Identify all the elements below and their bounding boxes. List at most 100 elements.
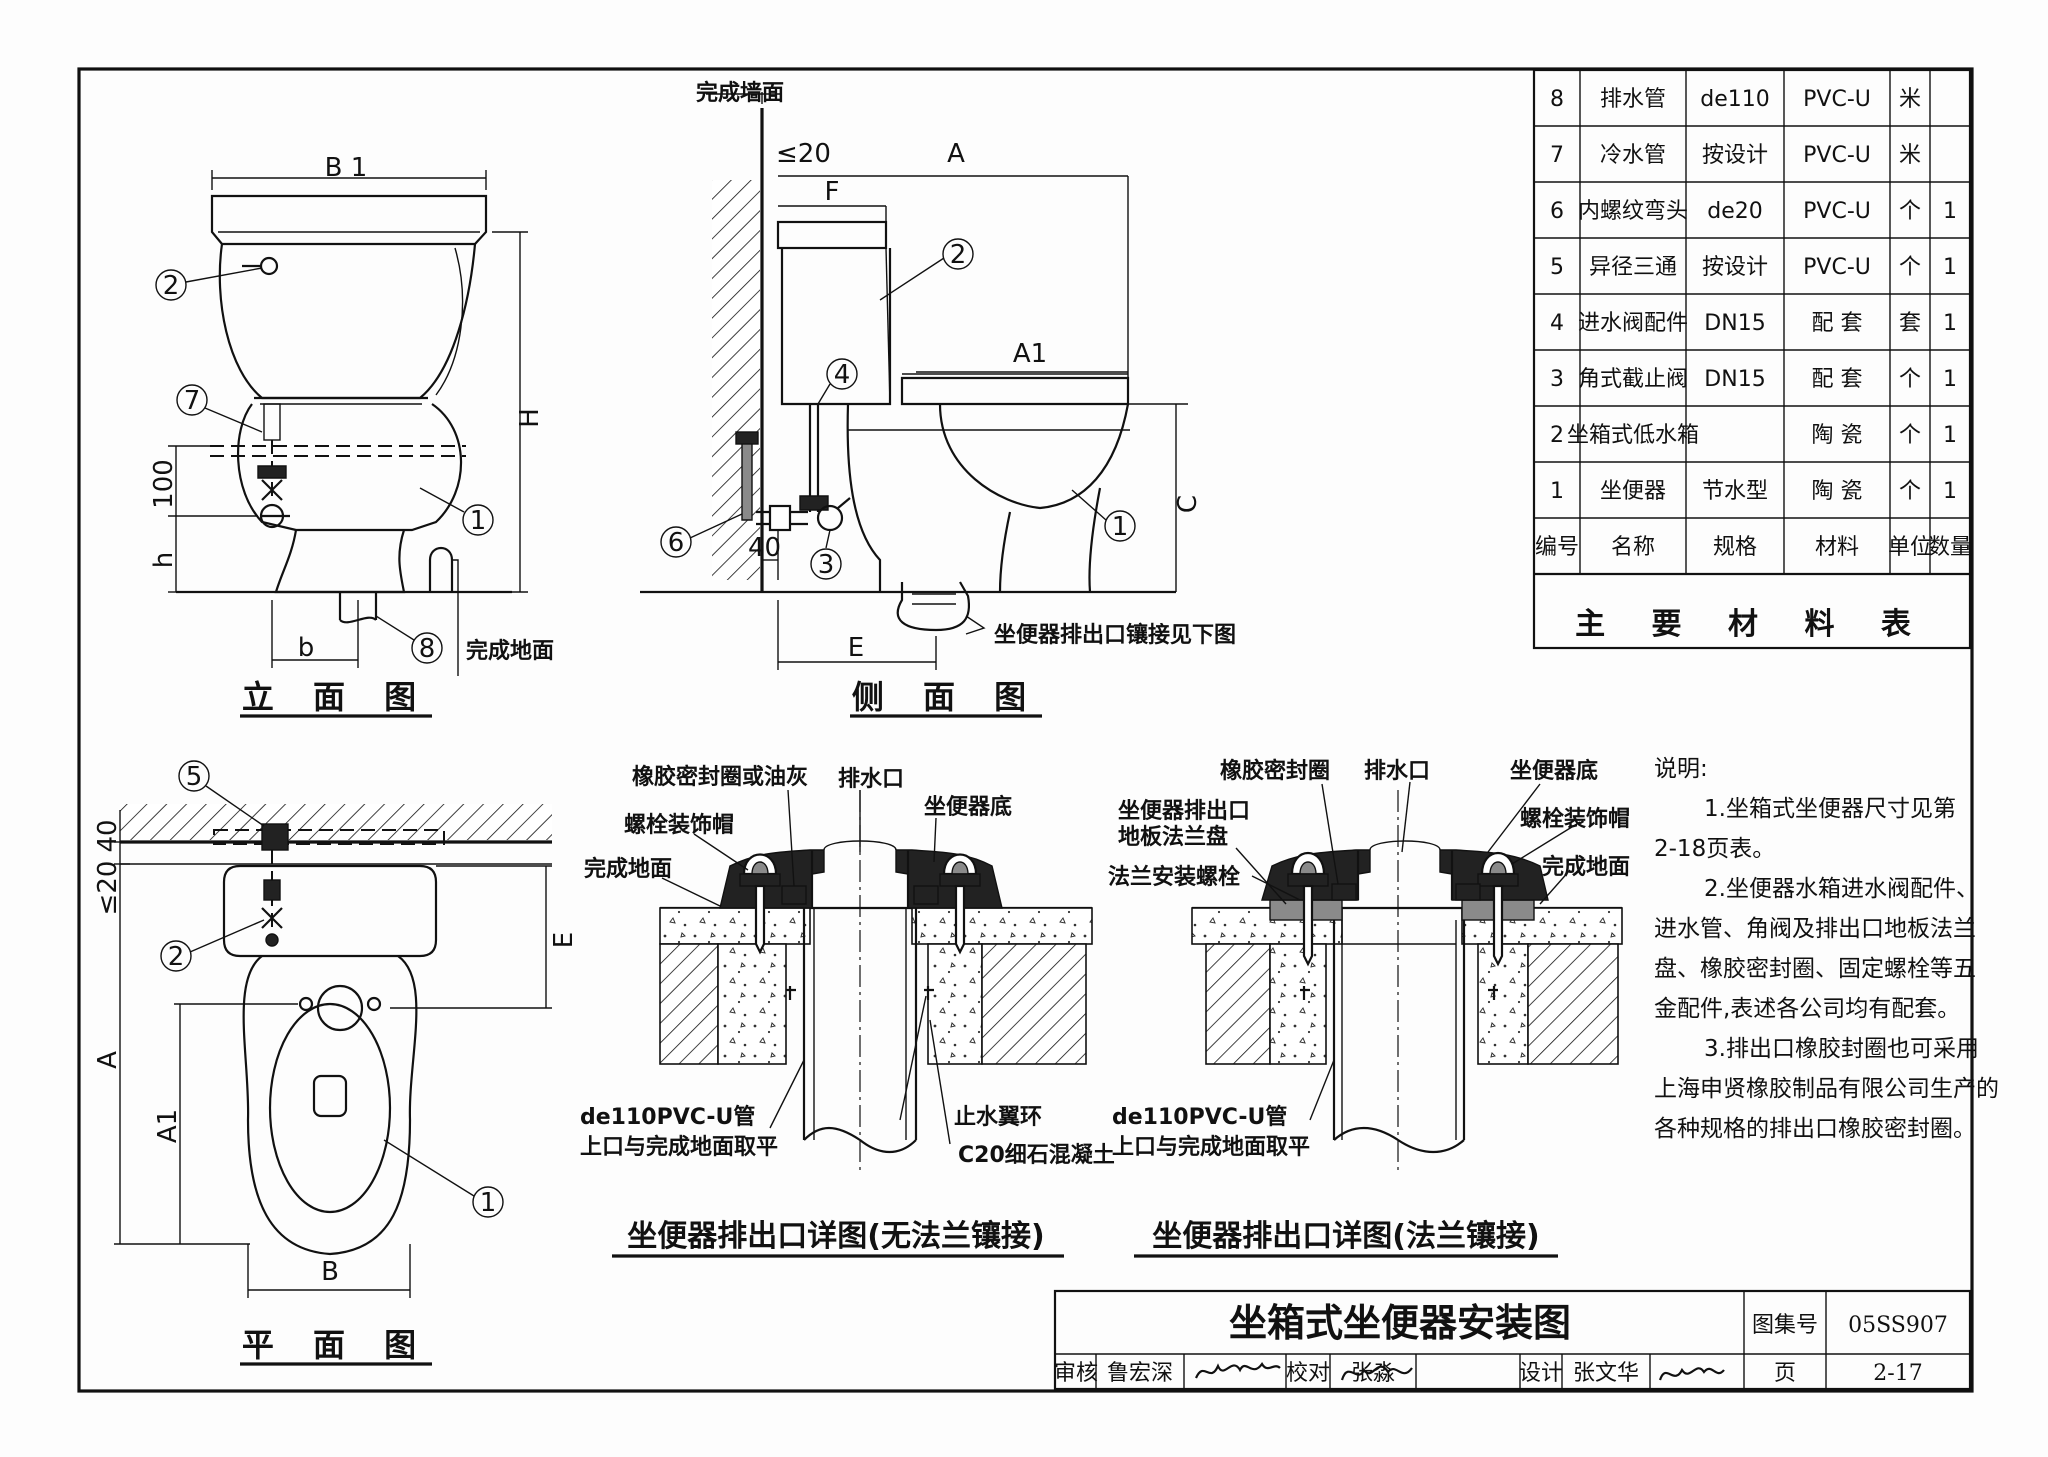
fl-flangebolt-label: 法兰安装螺栓 — [1108, 864, 1240, 890]
side-dim-f: F — [825, 177, 840, 207]
table-cell-unit: 个 — [1899, 255, 1921, 280]
table-cell-unit: 个 — [1899, 479, 1921, 504]
table-cell-name: 排水管 — [1600, 87, 1666, 112]
fl-boltcap-label: 螺栓装饰帽 — [1520, 806, 1630, 832]
svg-text:3: 3 — [818, 550, 835, 580]
svg-text:7: 7 — [184, 386, 201, 416]
fl-seal-label: 橡胶密封圈 — [1220, 758, 1330, 784]
design-label: 设计 — [1519, 1361, 1563, 1386]
svg-text:2: 2 — [168, 942, 185, 972]
materials-table — [1532, 68, 1972, 650]
table-cell-spec: DN15 — [1704, 311, 1765, 336]
reviewer-name: 鲁宏深 — [1107, 1361, 1173, 1386]
nf-outlet-label: 排水口 — [838, 767, 904, 792]
table-cell-spec: DN15 — [1704, 367, 1765, 392]
nf-floor-label: 完成地面 — [584, 856, 672, 882]
reviewer-signature — [1194, 1361, 1281, 1379]
atlas-label: 图集号 — [1752, 1313, 1818, 1338]
table-header-cell: 单位 — [1888, 535, 1932, 560]
side-dim-e: E — [848, 633, 864, 663]
svg-text:1: 1 — [470, 506, 487, 536]
page-number: 2-17 — [1873, 1361, 1922, 1386]
svg-text:2: 2 — [163, 271, 180, 301]
svg-text:1: 1 — [480, 1188, 497, 1218]
notes-line: 各种规格的排出口橡胶密封圈。 — [1654, 1116, 1976, 1142]
svg-text:4: 4 — [834, 360, 851, 390]
nf-title: 坐便器排出口详图(无法兰镶接) — [627, 1219, 1044, 1254]
side-dim-a: A — [947, 139, 965, 169]
table-cell-spec: 按设计 — [1702, 143, 1768, 168]
side-dim-a1: A1 — [1013, 339, 1047, 369]
fl-floor-label: 完成地面 — [1542, 854, 1630, 880]
table-cell-unit: 个 — [1899, 367, 1921, 392]
table-cell-no: 4 — [1550, 311, 1564, 336]
notes-line: 进水管、角阀及排出口地板法兰 — [1654, 916, 1976, 942]
review-label: 审核 — [1054, 1361, 1098, 1386]
table-cell-material: PVC-U — [1803, 255, 1871, 280]
checker-signature — [1340, 1365, 1413, 1381]
materials-table-title: 主 要 材 料 表 — [1575, 607, 1929, 642]
table-cell-no: 8 — [1550, 87, 1564, 112]
table-cell-name: 角式截止阀 — [1578, 367, 1688, 392]
table-cell-unit: 个 — [1899, 423, 1921, 448]
notes-line: 2-18页表。 — [1654, 836, 1775, 862]
elev-floor-label: 完成地面 — [466, 638, 554, 664]
table-header-cell: 材料 — [1815, 535, 1859, 560]
table-cell-spec: de20 — [1707, 199, 1763, 224]
elev-title: 立 面 图 — [242, 678, 430, 716]
table-cell-material: PVC-U — [1803, 143, 1871, 168]
sheet-border — [77, 67, 1974, 1393]
designer-signature — [1658, 1367, 1725, 1381]
plan-dim-a: A — [93, 1051, 123, 1069]
nf-base-label: 坐便器底 — [924, 794, 1012, 820]
table-cell-spec: de110 — [1700, 87, 1770, 112]
nf-concrete-label: C20细石混凝土 — [958, 1142, 1115, 1168]
table-cell-no: 2 — [1550, 423, 1564, 448]
table-cell-no: 1 — [1550, 479, 1564, 504]
plan-dim-e: E — [549, 932, 579, 948]
svg-text:2: 2 — [950, 240, 967, 270]
table-cell-no: 3 — [1550, 367, 1564, 392]
notes-block: 说明:1.坐箱式坐便器尺寸见第2-18页表。2.坐便器水箱进水阀配件、进水管、角… — [1654, 756, 1999, 1142]
plan-title: 平 面 图 — [242, 1326, 430, 1364]
svg-text:1: 1 — [1112, 512, 1129, 542]
table-cell-unit: 个 — [1899, 199, 1921, 224]
table-cell-name: 坐箱式低水箱 — [1567, 423, 1699, 448]
notes-line: 金配件,表述各公司均有配套。 — [1654, 996, 1960, 1022]
table-header-cell: 编号 — [1535, 535, 1579, 560]
side-view: 2 4 6 3 1 — [640, 92, 1188, 670]
detail-no-flange — [659, 789, 1093, 1170]
side-wall-label: 完成墙面 — [696, 80, 784, 106]
svg-text:6: 6 — [668, 528, 685, 558]
fl-title: 坐便器排出口详图(法兰镶接) — [1152, 1219, 1539, 1254]
plan-dim-le20: ≤20 — [93, 861, 123, 916]
notes-line: 3.排出口橡胶封圈也可采用 — [1704, 1036, 1979, 1062]
table-cell-name: 异径三通 — [1589, 255, 1677, 280]
table-cell-name: 冷水管 — [1600, 143, 1666, 168]
main-title: 坐箱式坐便器安装图 — [1229, 1301, 1571, 1345]
table-cell-material: 陶 瓷 — [1812, 479, 1863, 504]
atlas-number: 05SS907 — [1848, 1313, 1948, 1338]
table-cell-material: PVC-U — [1803, 87, 1871, 112]
designer-name: 张文华 — [1573, 1361, 1639, 1386]
elev-dim-h-lower: h — [149, 552, 179, 568]
elev-dim-h-upper: H — [515, 408, 545, 428]
table-cell-name: 坐便器 — [1600, 479, 1666, 504]
fl-flange-label-2: 地板法兰盘 — [1118, 824, 1228, 850]
table-cell-material: 陶 瓷 — [1812, 423, 1863, 448]
side-dim-le20: ≤20 — [776, 139, 831, 169]
elev-dim-b1: B 1 — [325, 153, 368, 183]
table-cell-qty: 1 — [1943, 255, 1957, 280]
table-cell-qty: 1 — [1943, 311, 1957, 336]
notes-line: 上海申贤橡胶制品有限公司生产的 — [1654, 1076, 1999, 1102]
detail-flange — [1191, 781, 1623, 1170]
elev-dim-100: 100 — [149, 459, 179, 509]
table-cell-unit: 米 — [1899, 143, 1921, 168]
plan-dim-40: 40 — [93, 819, 123, 852]
title-block — [1053, 1289, 1972, 1391]
table-cell-no: 6 — [1550, 199, 1564, 224]
svg-text:8: 8 — [419, 634, 436, 664]
notes-line: 1.坐箱式坐便器尺寸见第 — [1704, 796, 1956, 822]
